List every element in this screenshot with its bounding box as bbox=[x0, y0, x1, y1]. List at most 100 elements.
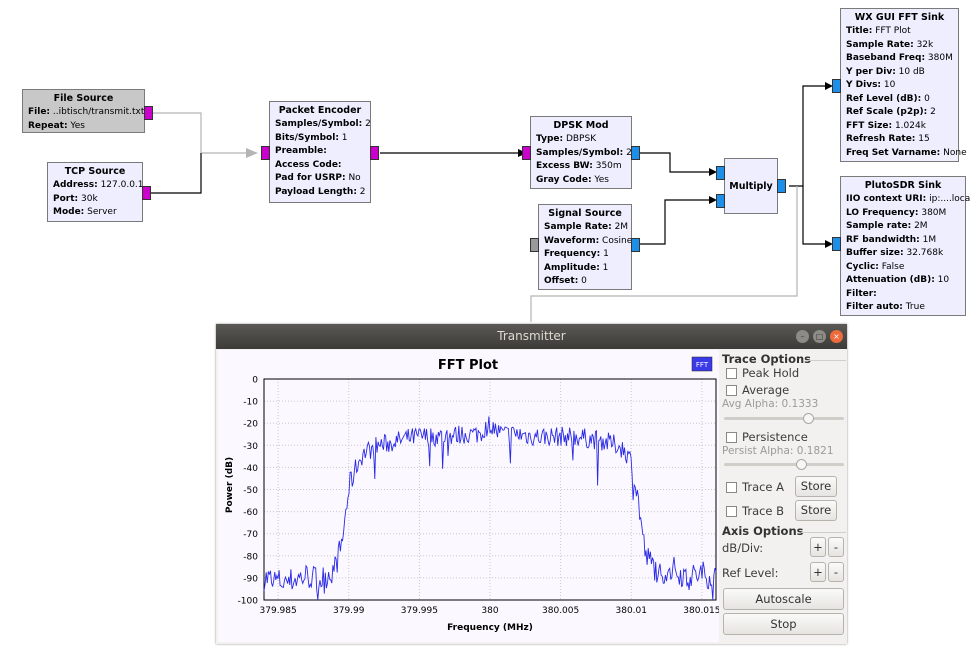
tcp-source-out-port[interactable] bbox=[142, 186, 151, 200]
ref-level-minus-button[interactable]: - bbox=[828, 562, 844, 582]
x-axis-label: Frequency (MHz) bbox=[447, 623, 533, 633]
signal-source-block[interactable]: Signal Source Sample Rate: 2M Waveform: … bbox=[538, 204, 632, 290]
block-param: Access Code: bbox=[275, 159, 342, 170]
trace-a-label: Trace A bbox=[742, 480, 785, 494]
pluto-sink-in-port[interactable] bbox=[832, 237, 841, 251]
fft-plot-area[interactable]: FFT Plot FFT Power (dB) Frequency (MHz) … bbox=[218, 350, 721, 642]
block-param: Type: DBPSK bbox=[536, 134, 597, 144]
block-param: Samples/Symbol: 2 bbox=[536, 147, 632, 158]
x-tick-label: 380.01 bbox=[616, 606, 648, 616]
y-tick-label: -100 bbox=[238, 597, 259, 607]
window-title: Transmitter bbox=[497, 329, 566, 343]
block-param: Filter auto: True bbox=[846, 302, 925, 312]
block-param: Ref Level (dB): 0 bbox=[846, 93, 930, 104]
store-trace-a-button[interactable]: Store bbox=[795, 476, 837, 497]
avg-alpha-slider[interactable] bbox=[724, 417, 844, 420]
multiply-in-port-0[interactable] bbox=[716, 166, 725, 180]
block-param: Gray Code: Yes bbox=[536, 174, 609, 185]
minimize-icon[interactable]: – bbox=[796, 330, 809, 343]
control-panel: Trace Options Peak Hold Average Avg Alph… bbox=[721, 350, 847, 642]
fft-sink-in-port[interactable] bbox=[832, 79, 841, 93]
y-tick-label: -80 bbox=[243, 552, 258, 562]
trace-b-checkbox[interactable]: Trace B bbox=[726, 504, 784, 518]
checkbox-box[interactable] bbox=[726, 384, 737, 396]
block-param: Port: 30k bbox=[53, 193, 98, 204]
db-div-plus-button[interactable]: + bbox=[810, 537, 826, 557]
fft-sink-block[interactable]: WX GUI FFT Sink Title: FFT Plot Sample R… bbox=[840, 8, 967, 162]
block-param: Frequency: 1 bbox=[544, 249, 609, 259]
signal-source-out-port[interactable] bbox=[631, 238, 640, 252]
peak-hold-label: Peak Hold bbox=[742, 366, 800, 380]
window-titlebar[interactable]: Transmitter – □ × bbox=[216, 324, 847, 349]
multiply-block[interactable]: Multiply bbox=[724, 158, 778, 214]
db-div-minus-button[interactable]: - bbox=[828, 537, 844, 557]
block-param: Buffer size: 32.768k bbox=[846, 248, 944, 258]
autoscale-button[interactable]: Autoscale bbox=[723, 588, 844, 610]
y-tick-label: -60 bbox=[243, 508, 258, 518]
x-tick-label: 380.005 bbox=[542, 606, 579, 616]
maximize-icon[interactable]: □ bbox=[813, 330, 826, 343]
block-title: WX GUI FFT Sink bbox=[854, 12, 945, 23]
close-icon[interactable]: × bbox=[830, 330, 843, 343]
checkbox-box[interactable] bbox=[726, 367, 737, 379]
dpsk-mod-block[interactable]: DPSK Mod Type: DBPSK Samples/Symbol: 2 E… bbox=[530, 116, 632, 189]
ref-level-label: Ref Level: bbox=[722, 566, 779, 580]
x-tick-label: 380.015 bbox=[683, 606, 719, 616]
block-param: Title: FFT Plot bbox=[846, 26, 911, 36]
persistence-label: Persistence bbox=[742, 430, 808, 444]
dpsk-mod-out-port[interactable] bbox=[631, 146, 640, 160]
y-tick-label: -20 bbox=[243, 420, 258, 430]
checkbox-box[interactable] bbox=[726, 505, 737, 517]
block-param: Sample rate: 2M bbox=[846, 221, 928, 231]
average-label: Average bbox=[742, 383, 790, 397]
block-param: Payload Length: 2 bbox=[275, 186, 366, 197]
block-param: Baseband Freq: 380M bbox=[846, 53, 953, 63]
block-param: Cyclic: False bbox=[846, 261, 905, 272]
persistence-checkbox[interactable]: Persistence bbox=[726, 430, 808, 444]
signal-source-in-port[interactable] bbox=[530, 238, 539, 252]
file-source-out-port[interactable] bbox=[144, 106, 153, 120]
y-tick-label: -70 bbox=[243, 530, 258, 540]
block-param: Pad for USRP: No bbox=[275, 173, 361, 183]
trace-group bbox=[263, 416, 717, 601]
persist-alpha-slider[interactable] bbox=[724, 463, 844, 466]
ref-level-plus-button[interactable]: + bbox=[810, 562, 826, 582]
block-title: Multiply bbox=[729, 180, 773, 192]
block-param: Y Divs: 10 bbox=[846, 80, 896, 90]
block-param: Freq Set Varname: None bbox=[846, 147, 967, 158]
average-checkbox[interactable]: Average bbox=[726, 383, 789, 397]
chart-title: FFT Plot bbox=[438, 358, 498, 373]
pluto-sink-block[interactable]: PlutoSDR Sink IIO context URI: ip:....lo… bbox=[840, 176, 971, 316]
block-param: Ref Scale (p2p): 2 bbox=[846, 107, 936, 117]
dpsk-mod-in-port[interactable] bbox=[522, 146, 531, 160]
block-param: Address: 127.0.0.1 bbox=[53, 180, 144, 190]
block-title: Packet Encoder bbox=[278, 105, 362, 116]
axis-options-heading: Axis Options bbox=[722, 524, 804, 538]
peak-hold-checkbox[interactable]: Peak Hold bbox=[726, 366, 799, 380]
multiply-out-port[interactable] bbox=[777, 179, 786, 193]
x-tick-label: 379.99 bbox=[333, 606, 365, 616]
stop-button[interactable]: Stop bbox=[723, 613, 844, 635]
checkbox-box[interactable] bbox=[726, 431, 737, 443]
block-title: PlutoSDR Sink bbox=[864, 180, 942, 191]
checkbox-box[interactable] bbox=[726, 481, 737, 493]
persist-alpha-slider-handle[interactable] bbox=[796, 459, 807, 470]
db-div-label: dB/Div: bbox=[722, 541, 764, 555]
tcp-source-block[interactable]: TCP Source Address: 127.0.0.1 Port: 30k … bbox=[47, 162, 144, 222]
store-trace-b-button[interactable]: Store bbox=[795, 500, 837, 521]
avg-alpha-slider-handle[interactable] bbox=[803, 413, 815, 424]
block-param: Attenuation (dB): 10 bbox=[846, 275, 950, 285]
packet-encoder-out-port[interactable] bbox=[370, 146, 379, 160]
packet-encoder-block[interactable]: Packet Encoder Samples/Symbol: 2 Bits/Sy… bbox=[269, 101, 371, 203]
multiply-in-port-1[interactable] bbox=[716, 194, 725, 208]
block-param: File: ..ibtisch/transmit.txt bbox=[28, 107, 145, 117]
file-source-block[interactable]: File Source File: ..ibtisch/transmit.txt… bbox=[22, 89, 145, 133]
block-param: Excess BW: 350m bbox=[536, 161, 622, 171]
trace-a-checkbox[interactable]: Trace A bbox=[726, 480, 784, 494]
block-param: LO Frequency: 380M bbox=[846, 207, 947, 218]
chart-grid bbox=[264, 378, 716, 601]
fft-trace bbox=[263, 416, 717, 601]
packet-encoder-in-port[interactable] bbox=[261, 146, 270, 160]
y-tick-label: -50 bbox=[243, 486, 258, 496]
